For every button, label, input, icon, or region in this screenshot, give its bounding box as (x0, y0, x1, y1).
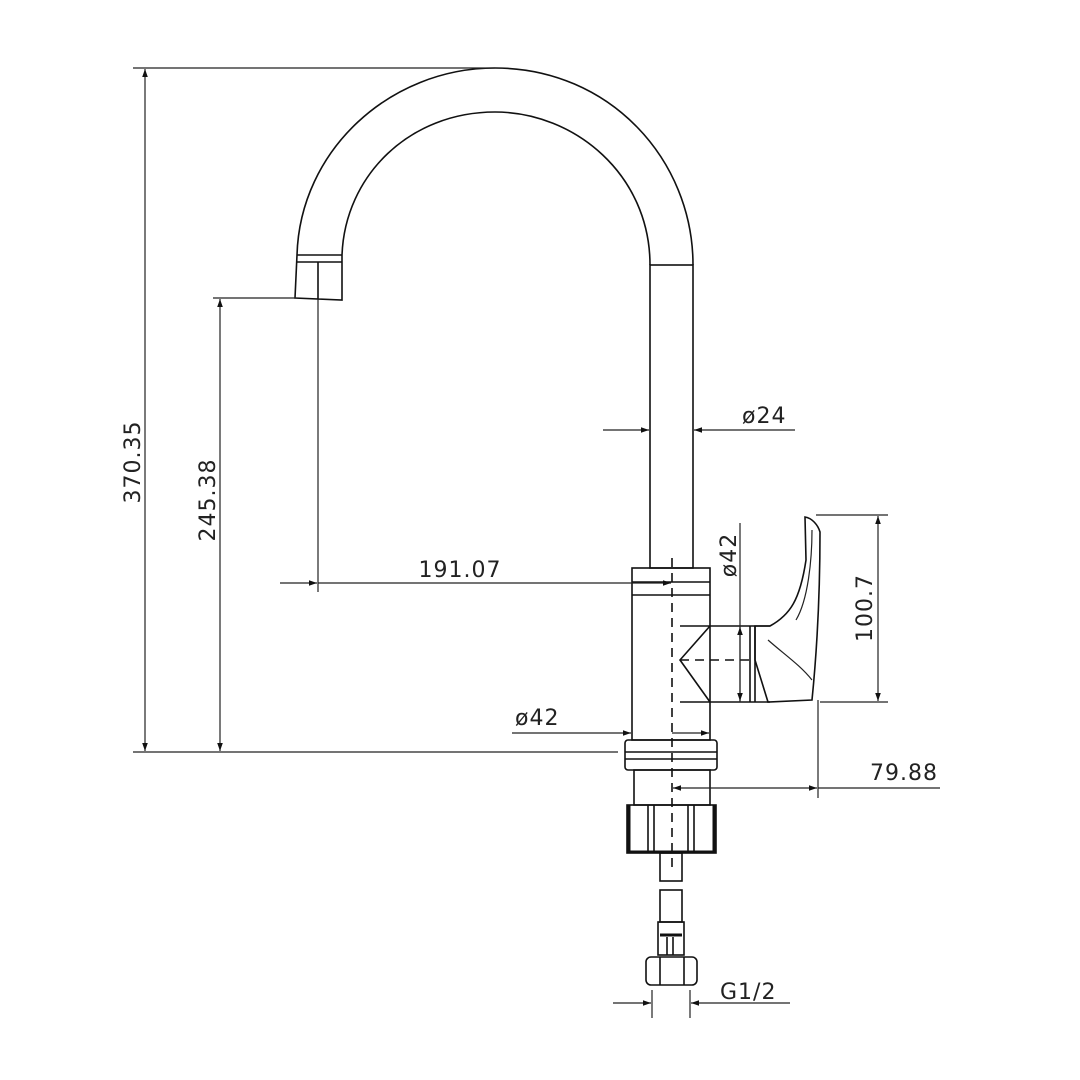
spout-reach-label: 191.07 (419, 558, 502, 583)
mounting-nut (626, 804, 717, 854)
dimension-thread: G1/2 (613, 980, 790, 1018)
handle-reach-label: 79.88 (870, 761, 938, 786)
base-flange (624, 739, 718, 806)
spout-diameter-label: ø24 (742, 404, 786, 429)
spout-height-label: 245.38 (196, 459, 221, 542)
supply-hose (645, 852, 698, 986)
dimension-spout-height: 245.38 (196, 297, 297, 751)
handle-lever (754, 516, 821, 703)
spout (294, 67, 694, 569)
dimension-handle-reach: 79.88 (673, 700, 940, 798)
dimension-handle-height: 100.7 (816, 514, 888, 703)
dimension-body-diameter-upper: ø42 (717, 523, 743, 702)
body-diameter-lower-label: ø42 (515, 706, 559, 731)
spout-column (649, 264, 694, 569)
body-diameter-upper-label: ø42 (717, 533, 742, 577)
overall-height-label: 370.35 (121, 421, 146, 504)
dimension-body-diameter-lower: ø42 (512, 706, 709, 736)
dimension-spout-diameter: ø24 (603, 404, 795, 433)
spout-nozzle (294, 254, 343, 301)
dimension-overall-height: 370.35 (121, 67, 618, 753)
faucet-body (631, 558, 770, 870)
handle-height-label: 100.7 (853, 574, 878, 642)
thread-label: G1/2 (720, 980, 776, 1005)
dimension-spout-reach: 191.07 (280, 300, 671, 592)
